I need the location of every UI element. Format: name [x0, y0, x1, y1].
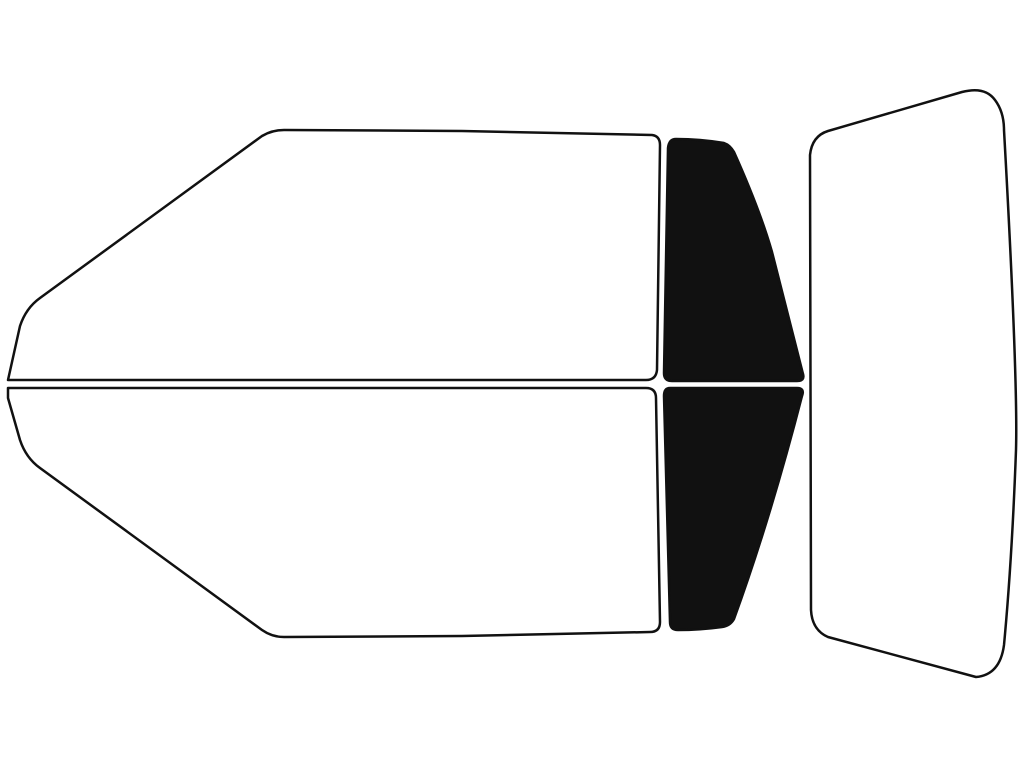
front-door-window-upper[interactable] — [6, 128, 662, 382]
front-door-window-lower[interactable] — [6, 386, 662, 639]
rear-quarter-window-upper[interactable] — [662, 137, 805, 383]
rear-windshield[interactable] — [808, 89, 1018, 679]
rear-quarter-window-lower[interactable] — [662, 386, 805, 632]
